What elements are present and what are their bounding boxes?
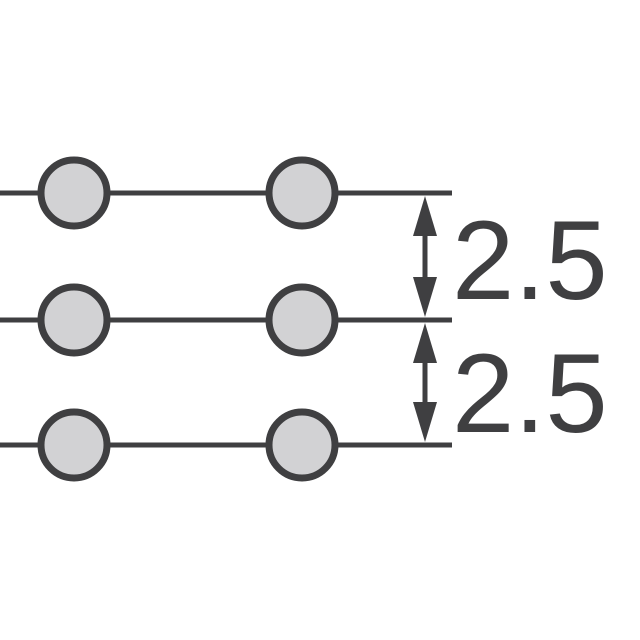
- dimension-arrow-icon: [413, 323, 437, 442]
- dimension-label-bottom: 2.5: [452, 331, 608, 456]
- pin-circle-icon: [37, 156, 111, 230]
- pin-circle-icon: [37, 283, 111, 357]
- pins: [37, 156, 339, 482]
- pin-circle-icon: [265, 283, 339, 357]
- pin-circle-icon: [265, 408, 339, 482]
- dimension-label-top: 2.5: [452, 198, 608, 323]
- pin-circle-icon: [265, 156, 339, 230]
- pin-circle-icon: [37, 408, 111, 482]
- dimension-arrow-icon: [413, 196, 437, 317]
- dimension-arrows: [413, 196, 437, 442]
